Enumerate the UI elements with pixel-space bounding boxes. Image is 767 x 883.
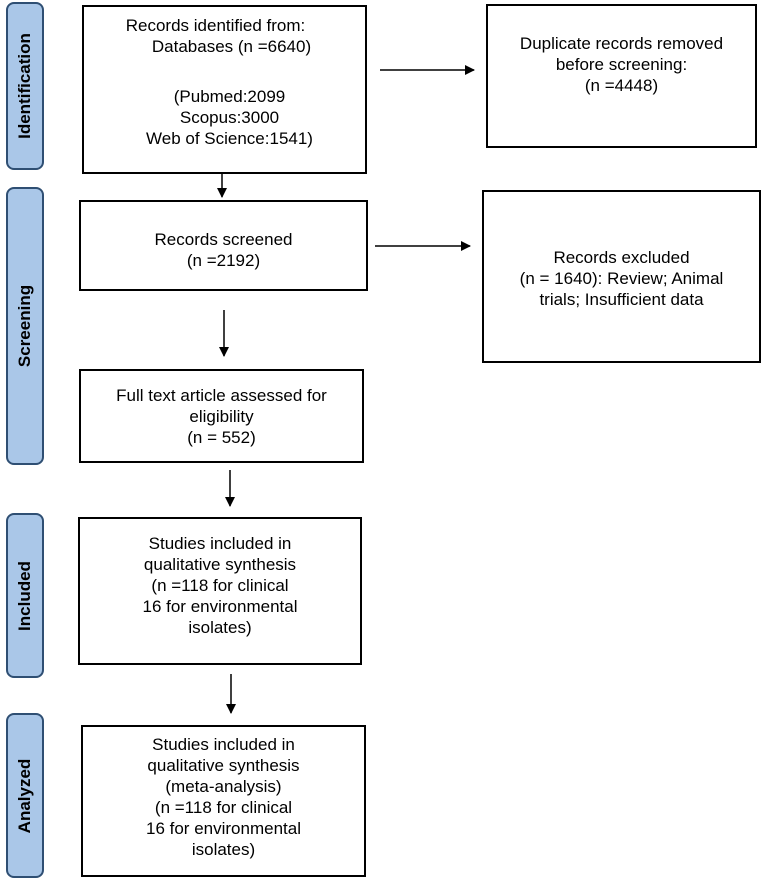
records-identified-line-1: Records identified from: bbox=[125, 16, 306, 35]
phase-analyzed: Analyzed bbox=[6, 713, 44, 878]
included-line-4: 16 for environmental bbox=[142, 597, 298, 616]
phase-included: Included bbox=[6, 513, 44, 678]
analyzed-line-3: (meta-analysis) bbox=[165, 777, 282, 796]
duplicates-removed-box: Duplicate records removed before screeni… bbox=[486, 4, 757, 148]
analyzed-line-1: Studies included in bbox=[152, 735, 295, 754]
screened-line-1: Records screened bbox=[154, 230, 293, 249]
fulltext-line-2: eligibility bbox=[189, 407, 254, 426]
duplicates-line-1: Duplicate records removed bbox=[519, 34, 724, 53]
excluded-line-1: Records excluded bbox=[553, 248, 690, 267]
duplicates-line-2: before screening: bbox=[555, 55, 688, 74]
excluded-line-2: (n = 1640): Review; Animal bbox=[519, 269, 724, 288]
included-line-3: (n =118 for clinical bbox=[151, 576, 289, 595]
fulltext-line-3: (n = 552) bbox=[187, 428, 256, 447]
excluded-line-3: trials; Insufficient data bbox=[539, 290, 704, 309]
records-identified-line-4: (Pubmed:2099 bbox=[173, 87, 286, 106]
screened-line-2: (n =2192) bbox=[186, 251, 261, 270]
analyzed-line-6: isolates) bbox=[191, 840, 256, 859]
phase-identification: Identification bbox=[6, 2, 44, 170]
included-line-5: isolates) bbox=[188, 618, 252, 637]
analyzed-line-2: qualitative synthesis bbox=[147, 756, 300, 775]
records-identified-box: Records identified from: Databases (n =6… bbox=[82, 5, 367, 174]
records-excluded-box: Records excluded (n = 1640): Review; Ani… bbox=[482, 190, 761, 363]
analyzed-line-4: (n =118 for clinical bbox=[154, 798, 293, 817]
records-screened-box: Records screened (n =2192) bbox=[79, 200, 368, 291]
records-identified-line-5: Scopus:3000 bbox=[179, 108, 280, 127]
studies-analyzed-box: Studies included in qualitative synthesi… bbox=[81, 725, 366, 877]
fulltext-line-1: Full text article assessed for bbox=[116, 386, 327, 405]
phase-screening: Screening bbox=[6, 187, 44, 465]
studies-included-box: Studies included in qualitative synthesi… bbox=[78, 517, 362, 665]
records-identified-line-2: Databases (n =6640) bbox=[151, 37, 312, 56]
duplicates-line-3: (n =4448) bbox=[584, 76, 659, 95]
included-line-1: Studies included in bbox=[148, 534, 292, 553]
fulltext-assessed-box: Full text article assessed for eligibili… bbox=[79, 369, 364, 463]
records-identified-line-6: Web of Science:1541) bbox=[146, 129, 313, 148]
analyzed-line-5: 16 for environmental bbox=[146, 819, 301, 838]
included-line-2: qualitative synthesis bbox=[143, 555, 297, 574]
